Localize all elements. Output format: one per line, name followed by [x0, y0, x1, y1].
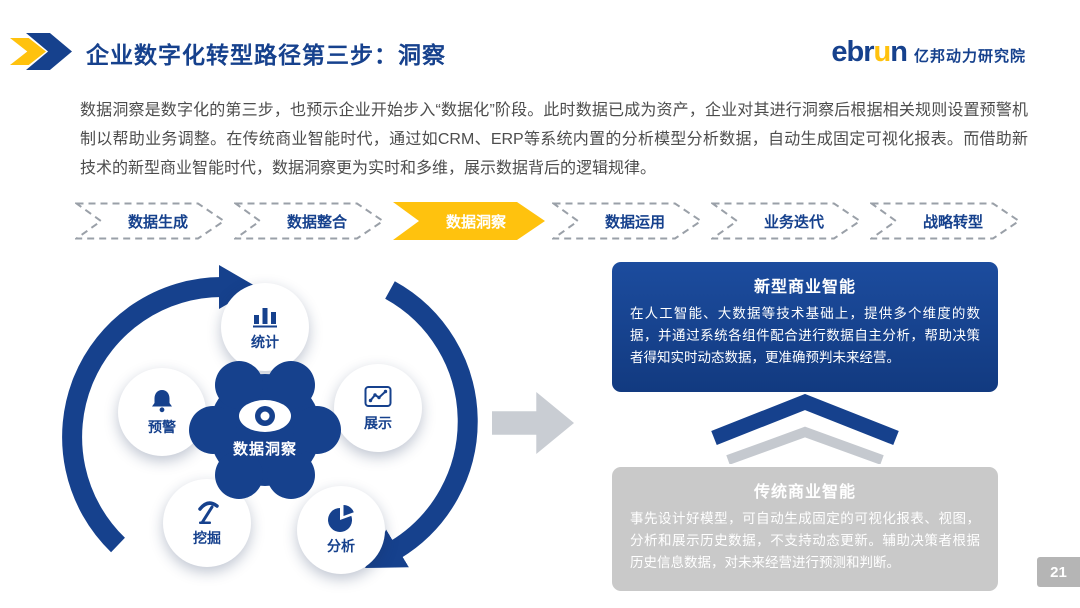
step-chevron-shape [234, 202, 385, 240]
node-statistics: 统计 [221, 283, 309, 371]
pickaxe-icon [198, 500, 219, 524]
diagram-center-label: 数据洞察 [232, 441, 297, 458]
cycle-arrow-right [365, 281, 478, 569]
ebrun-logo: ebrun 亿邦动力研究院 [831, 36, 1026, 69]
step-chevron-shape [393, 202, 545, 240]
line-chart-icon [364, 385, 392, 407]
step-label: 数据整合 [286, 213, 347, 231]
page-title: 企业数字化转型路径第三步：洞察 [86, 42, 446, 68]
panel-traditional-text: 事先设计好模型，可自动生成固定的可视化报表、视图，分析和展示历史数据，不支持动态… [630, 511, 980, 570]
panel-modern-text: 在人工智能、大数据等技术基础上，提供多个维度的数据，并通过系统各组件配合进行数据… [630, 306, 980, 365]
step-chevron-shape [711, 202, 862, 240]
process-step-1: 数据生成 [75, 202, 227, 240]
intro-paragraph: 数据洞察是数字化的第三步，也预示企业开始步入“数据化”阶段。此时数据已成为资产，… [80, 102, 1028, 177]
step-chevron-shape [75, 202, 226, 240]
process-step-2: 数据整合 [234, 202, 386, 240]
pie-chart-icon [328, 504, 354, 532]
step-label: 业务迭代 [763, 213, 824, 231]
panel-traditional-title: 传统商业智能 [753, 484, 856, 501]
upgrade-chevrons-icon [711, 394, 899, 464]
logo-org-name: 亿邦动力研究院 [913, 48, 1026, 65]
cycle-arrows [62, 265, 478, 569]
node-label: 挖掘 [193, 529, 221, 546]
step-label: 战略转型 [922, 213, 983, 231]
process-step-5: 业务迭代 [711, 202, 863, 240]
page-number: 21 [1037, 557, 1080, 587]
process-step-3-active: 数据洞察 [393, 202, 545, 240]
cycle-arrow-left [62, 265, 257, 553]
bar-chart-icon [253, 307, 277, 327]
node-alert: 预警 [118, 368, 206, 456]
eye-icon [239, 400, 291, 432]
logo-brand-accent: u [873, 36, 892, 68]
bell-icon [152, 389, 172, 412]
node-label: 预警 [148, 418, 176, 435]
logo-brand-suffix: n [890, 36, 908, 68]
logo-brand-prefix: ebr [831, 36, 874, 68]
panel-modern-title: 新型商业智能 [753, 279, 856, 296]
step-label: 数据洞察 [445, 213, 506, 231]
node-analysis: 分析 [297, 486, 385, 574]
panel-modern-bi: 新型商业智能 在人工智能、大数据等技术基础上，提供多个维度的数据，并通过系统各组… [612, 262, 998, 392]
node-mining: 挖掘 [163, 479, 251, 567]
panel-traditional-bi: 传统商业智能 事先设计好模型，可自动生成固定的可视化报表、视图，分析和展示历史数… [612, 467, 998, 591]
step-label: 数据运用 [604, 213, 665, 231]
step-chevron-shape [870, 202, 1021, 240]
step-label: 数据生成 [127, 213, 188, 231]
step-chevron-shape [552, 202, 703, 240]
process-step-4: 数据运用 [552, 202, 704, 240]
node-display: 展示 [334, 364, 422, 452]
right-arrow-icon [492, 392, 574, 454]
logo-brand: ebrun [831, 36, 908, 69]
node-label: 展示 [364, 414, 392, 431]
node-label: 统计 [251, 333, 279, 350]
process-step-6: 战略转型 [870, 202, 1022, 240]
node-label: 分析 [327, 537, 355, 554]
